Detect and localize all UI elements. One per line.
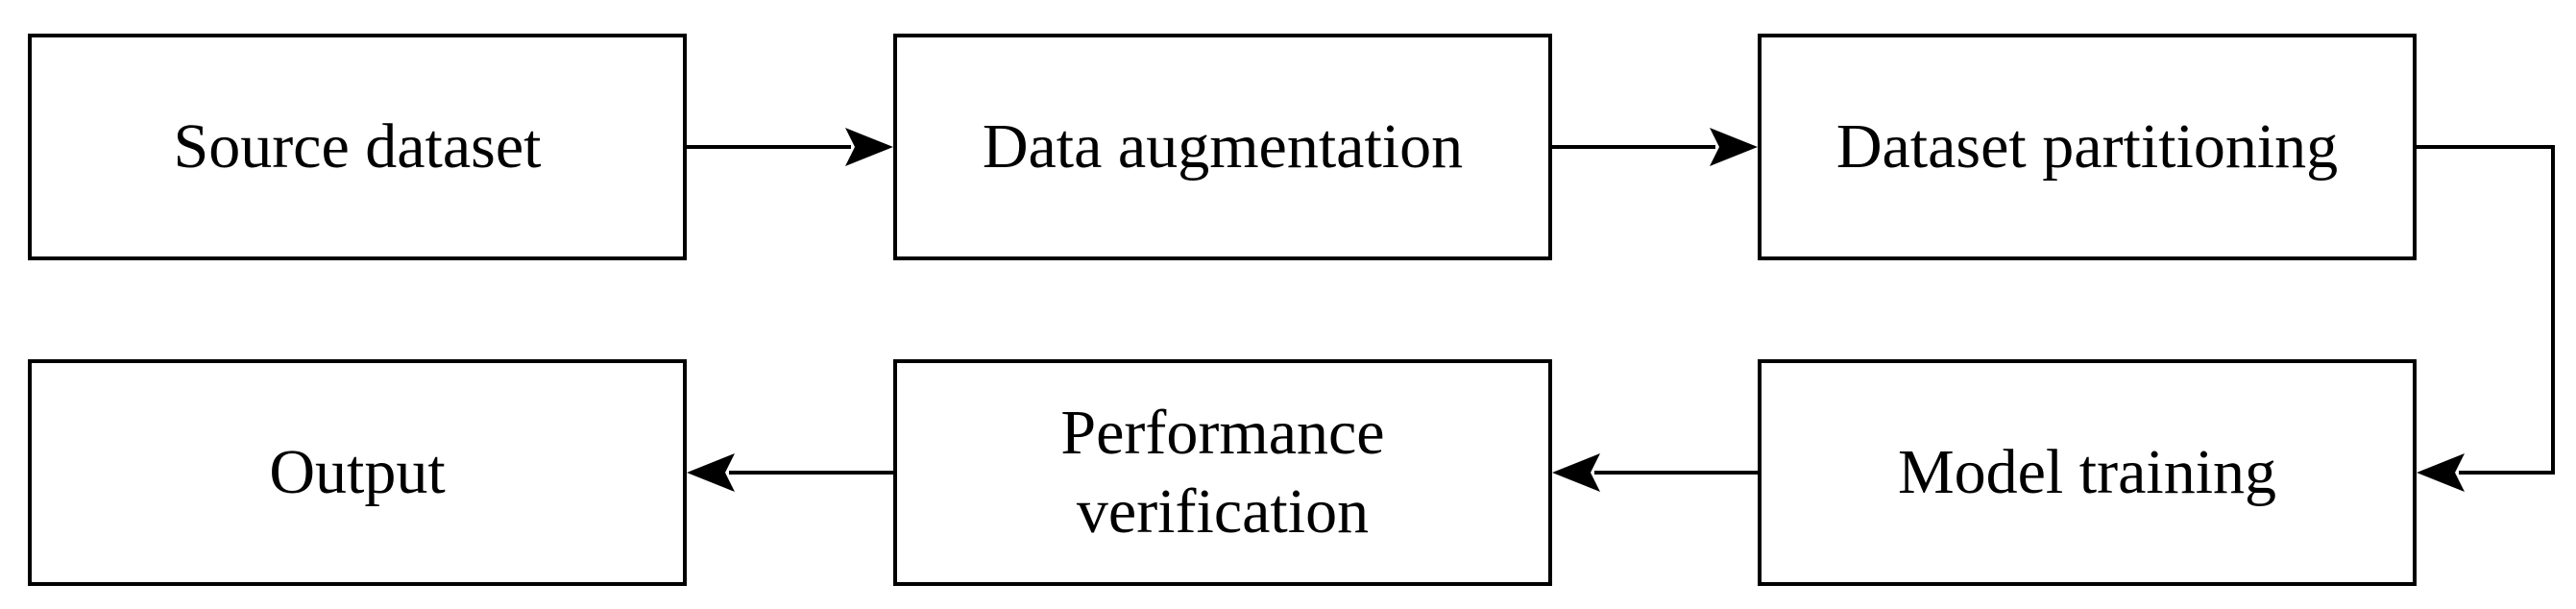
arrowhead-left-icon	[1552, 453, 1600, 492]
node-label: Model training	[1897, 436, 2277, 507]
arrowhead-right-icon	[845, 128, 893, 166]
edge-training-to-verification	[1552, 453, 1758, 492]
node-source-dataset: Source dataset	[28, 34, 687, 260]
node-dataset-partitioning: Dataset partitioning	[1758, 34, 2417, 260]
node-label: Source dataset	[173, 110, 542, 182]
node-label: Data augmentation	[982, 110, 1464, 182]
node-model-training: Model training	[1758, 359, 2417, 586]
node-label: Output	[269, 436, 446, 507]
edge-verification-to-output	[687, 453, 893, 492]
arrowhead-right-icon	[1710, 128, 1758, 166]
node-label-line-2: verification	[1076, 476, 1370, 547]
edge-partitioning-to-training	[2417, 145, 2555, 492]
arrowhead-left-icon	[687, 453, 735, 492]
node-label-line-1: Performance	[1060, 397, 1385, 468]
node-label: Dataset partitioning	[1835, 110, 2339, 182]
edge-source-to-augmentation	[687, 128, 893, 166]
node-performance-verification: Performance verification	[893, 359, 1552, 586]
node-output: Output	[28, 359, 687, 586]
arrowhead-left-icon	[2417, 453, 2465, 492]
edge-augmentation-to-partitioning	[1552, 128, 1758, 166]
node-data-augmentation: Data augmentation	[893, 34, 1552, 260]
